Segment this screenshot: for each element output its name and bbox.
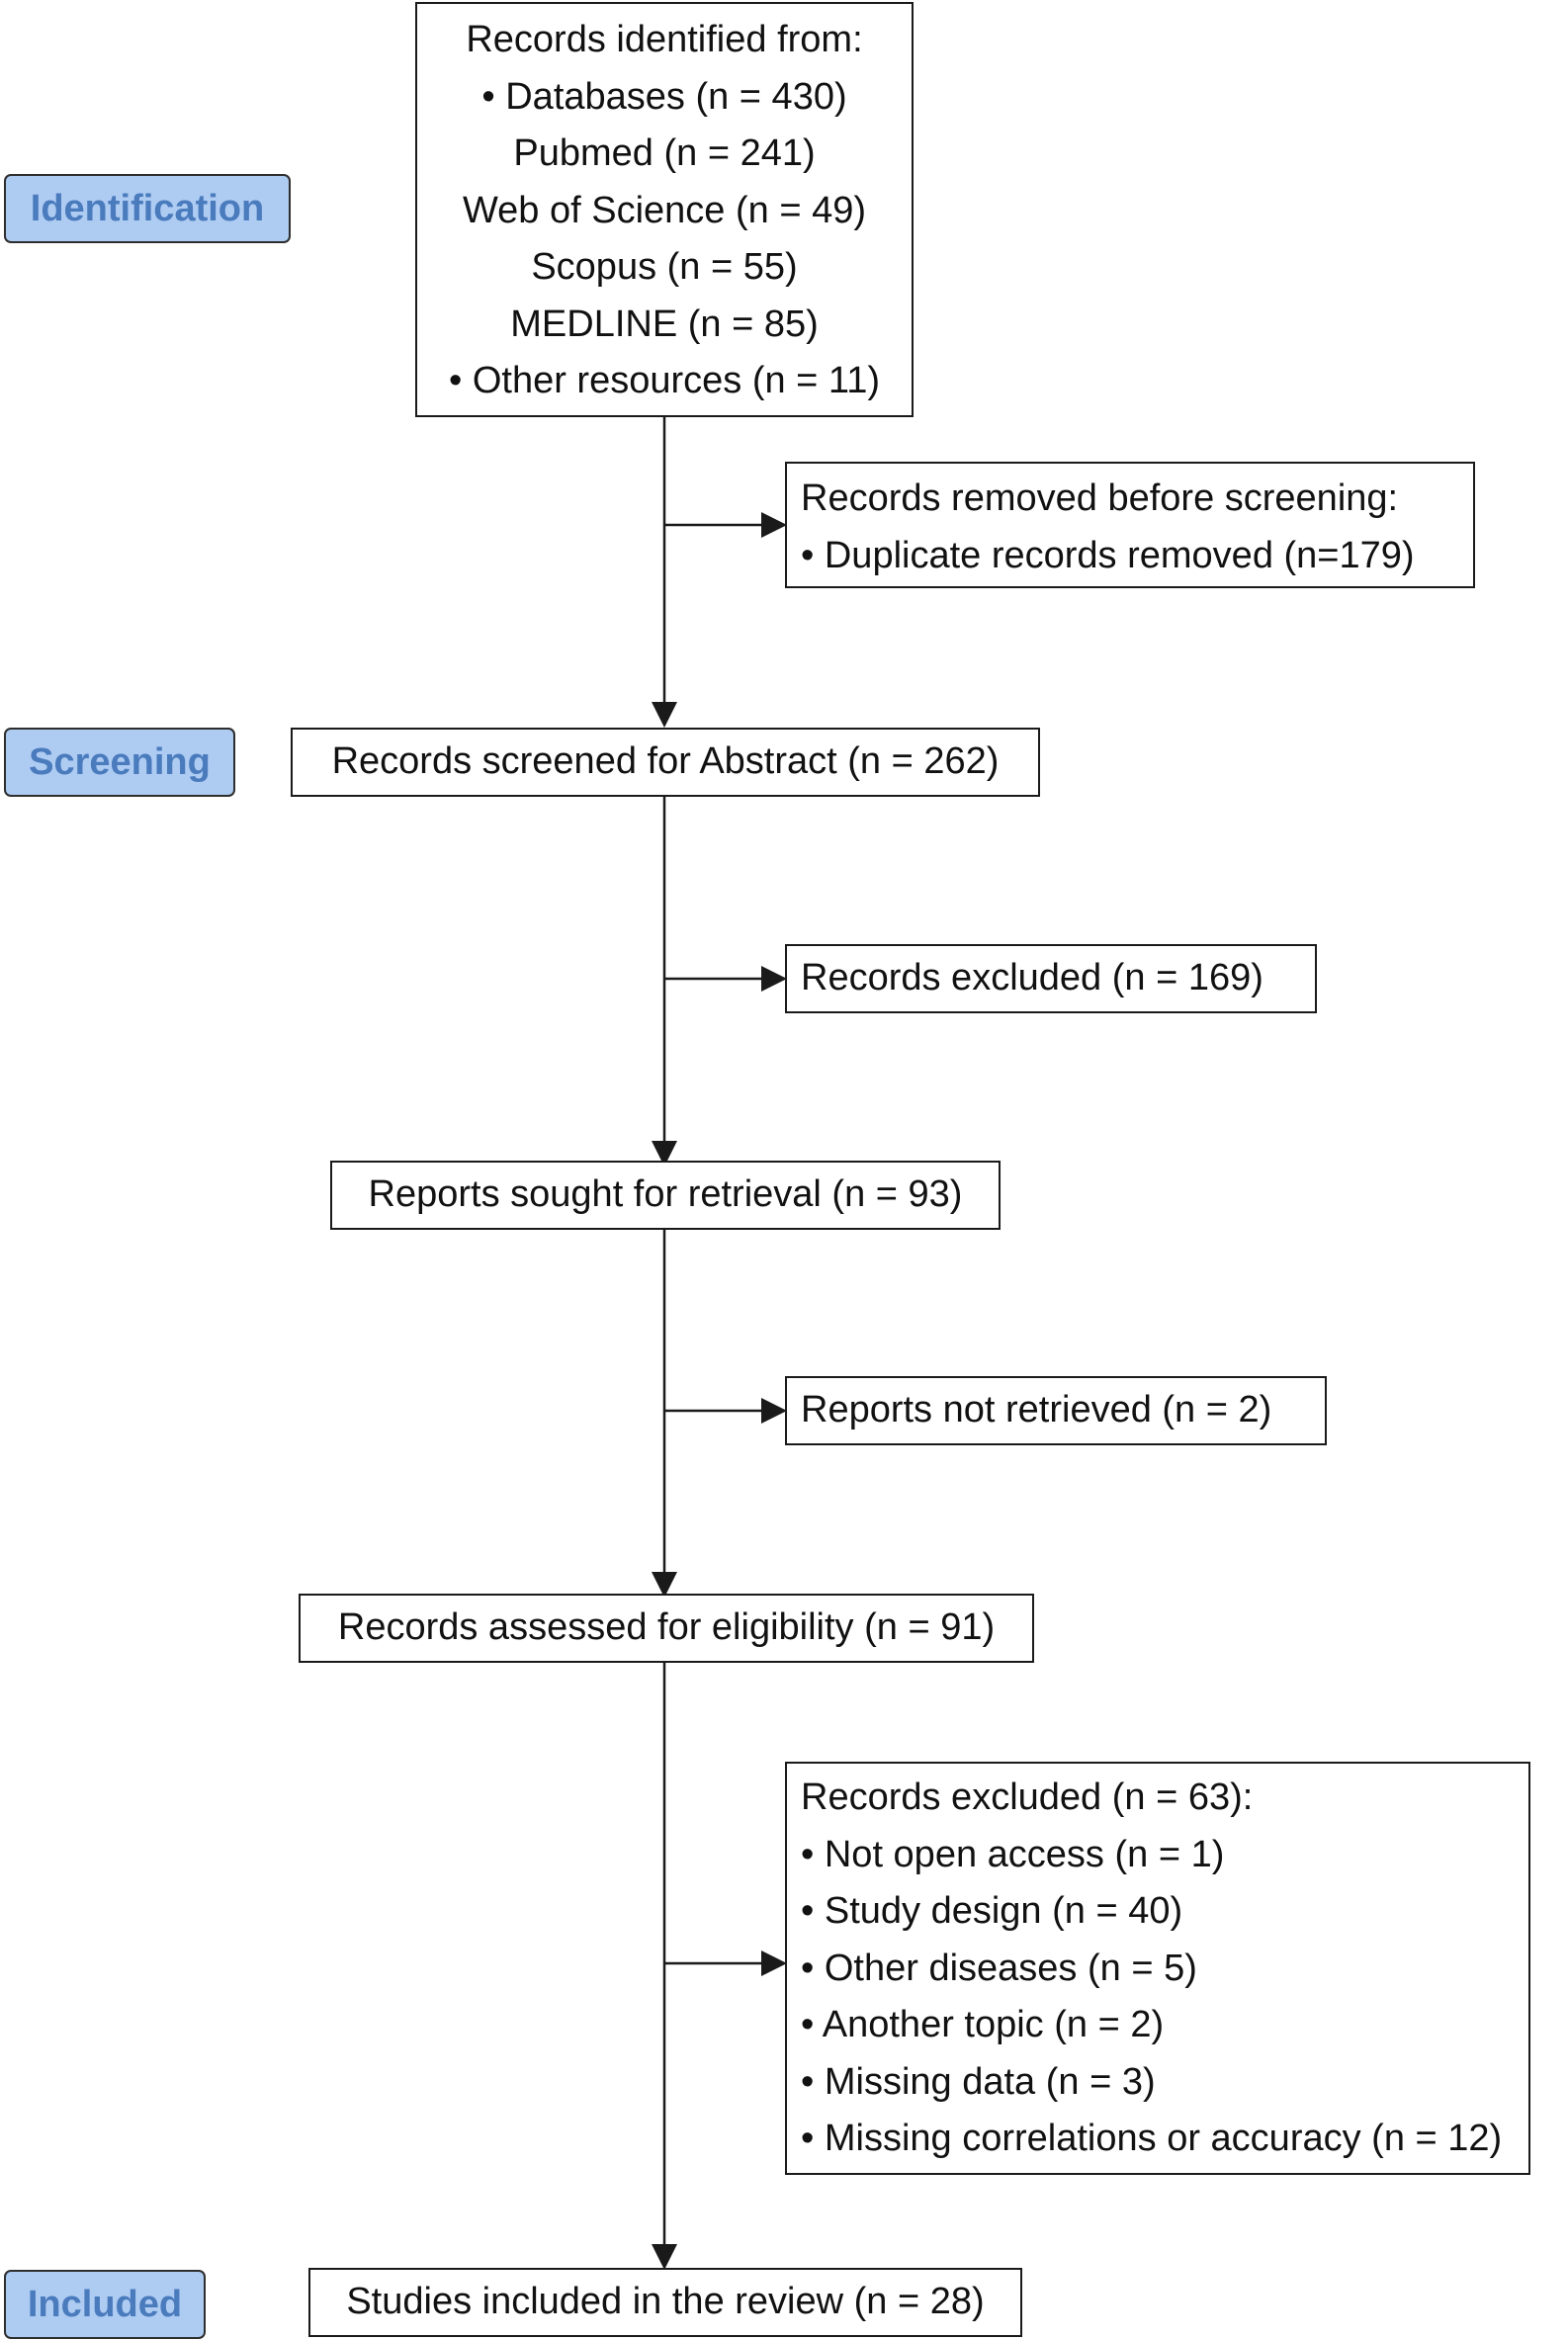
records-excluded-abstract-box: Records excluded (n = 169) <box>785 944 1317 1013</box>
records-identified-box: Records identified from: • Databases (n … <box>415 2 914 417</box>
records-removed-box: Records removed before screening: • Dupl… <box>785 462 1475 588</box>
excluded-not-open-access: • Not open access (n = 1) <box>801 1833 1225 1875</box>
excluded-missing-correlations: • Missing correlations or accuracy (n = … <box>801 2118 1503 2159</box>
identified-heading: Records identified from: <box>466 19 863 60</box>
stage-label-identification: Identification <box>4 174 291 243</box>
arrowhead-not-retrieved <box>761 1398 787 1424</box>
studies-included-box: Studies included in the review (n = 28) <box>308 2268 1022 2337</box>
arrowhead-sought <box>652 1141 677 1167</box>
arrowhead-included <box>652 2244 677 2270</box>
records-excluded-full-box: Records excluded (n = 63): • Not open ac… <box>785 1762 1530 2175</box>
removed-duplicates: • Duplicate records removed (n=179) <box>801 534 1415 576</box>
excluded-other-diseases: • Other diseases (n = 5) <box>801 1947 1197 1989</box>
records-assessed-box: Records assessed for eligibility (n = 91… <box>299 1594 1034 1663</box>
arrowhead-screened <box>652 702 677 728</box>
excluded-study-design: • Study design (n = 40) <box>801 1890 1183 1932</box>
records-screened-box: Records screened for Abstract (n = 262) <box>291 728 1040 797</box>
identified-databases: • Databases (n = 430) <box>481 75 847 118</box>
arrowhead-removed <box>761 512 787 538</box>
stage-label-included: Included <box>4 2270 206 2339</box>
stage-label-screening: Screening <box>4 728 235 797</box>
arrowhead-excluded-full <box>761 1950 787 1976</box>
excluded-missing-data: • Missing data (n = 3) <box>801 2060 1156 2103</box>
identified-medline: MEDLINE (n = 85) <box>510 303 819 345</box>
identified-web-of-science: Web of Science (n = 49) <box>462 189 867 231</box>
reports-not-retrieved-box: Reports not retrieved (n = 2) <box>785 1376 1327 1445</box>
identified-other-resources: • Other resources (n = 11) <box>448 360 881 401</box>
removed-heading: Records removed before screening: <box>801 477 1399 519</box>
excluded-another-topic: • Another topic (n = 2) <box>801 2004 1165 2045</box>
identified-scopus: Scopus (n = 55) <box>531 246 798 288</box>
arrowhead-assessed <box>652 1572 677 1598</box>
identified-pubmed: Pubmed (n = 241) <box>513 132 816 174</box>
reports-sought-box: Reports sought for retrieval (n = 93) <box>330 1161 1001 1230</box>
arrowhead-excluded-abstract <box>761 966 787 992</box>
excluded-full-heading: Records excluded (n = 63): <box>801 1777 1254 1818</box>
